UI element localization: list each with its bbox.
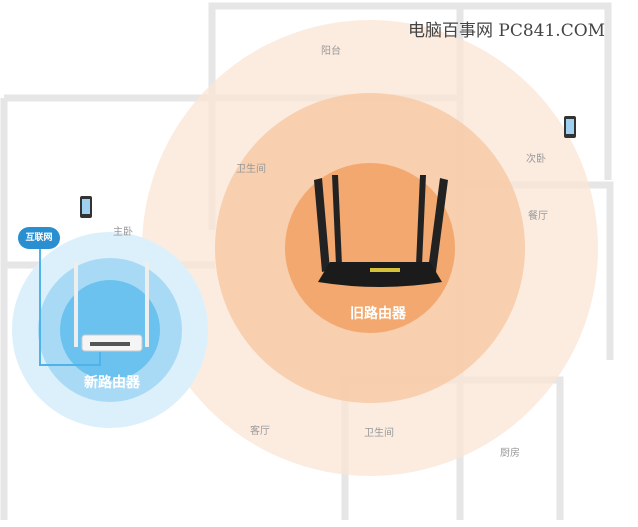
new-router-icon [74, 262, 149, 352]
room-kitchen: 厨房 [500, 448, 520, 459]
new-router-signal [12, 232, 208, 428]
phone-icon [80, 116, 576, 218]
room-bathroom-top: 卫生间 [236, 164, 266, 175]
watermark: 电脑百事网 PC841.COM [408, 21, 606, 41]
new-router-label: 新路由器 [84, 375, 140, 391]
internet-cloud-icon: 互联网 [18, 227, 60, 249]
room-second-bedroom: 次卧 [526, 154, 546, 165]
cable [39, 248, 101, 366]
old-router-label: 旧路由器 [350, 306, 406, 322]
old-router-icon [314, 175, 448, 287]
old-router-signal [142, 20, 598, 476]
room-dining: 餐厅 [528, 211, 548, 222]
room-bathroom-bottom: 卫生间 [364, 428, 394, 439]
room-balcony: 阳台 [321, 46, 341, 57]
room-master-bedroom: 主卧 [113, 227, 133, 238]
room-living: 客厅 [250, 426, 270, 437]
